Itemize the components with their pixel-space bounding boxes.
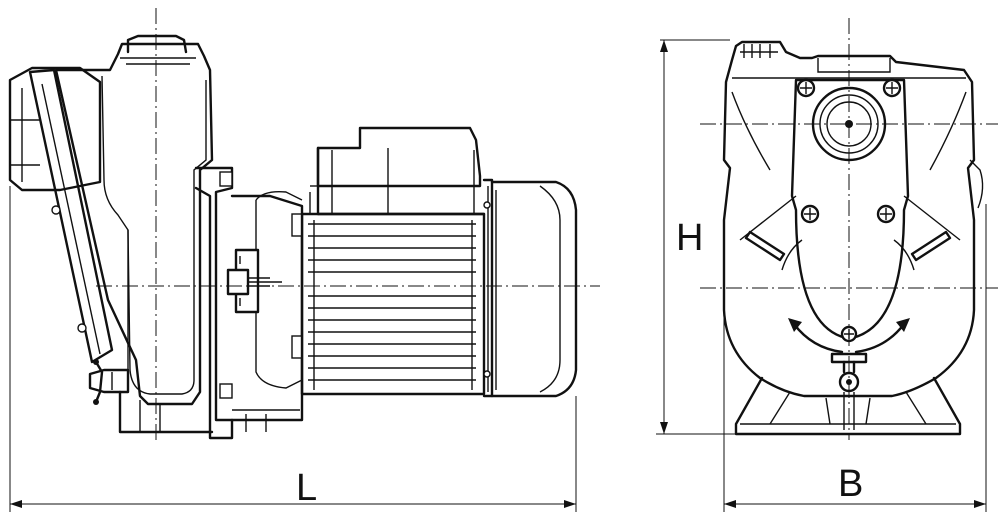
electric-motor xyxy=(300,126,578,398)
dimension-label-height: H xyxy=(676,217,703,259)
front-casing xyxy=(722,40,984,398)
dimension-label-length: L xyxy=(296,467,317,509)
dimension-length xyxy=(9,186,577,512)
dimension-height xyxy=(656,39,736,435)
cover-bolts xyxy=(796,78,902,343)
pump-casing xyxy=(54,34,214,434)
dimension-label-width: B xyxy=(838,463,863,505)
side-handles xyxy=(744,230,952,271)
volute-cover xyxy=(28,68,114,364)
dimension-width xyxy=(723,204,987,512)
mounting-flange xyxy=(194,166,304,440)
rotation-arrows xyxy=(788,318,910,354)
front-base xyxy=(734,376,962,436)
pump-front-view xyxy=(700,18,998,440)
inlet-flange xyxy=(8,66,102,192)
drain-plug xyxy=(88,359,130,405)
pump-side-view xyxy=(8,8,600,440)
